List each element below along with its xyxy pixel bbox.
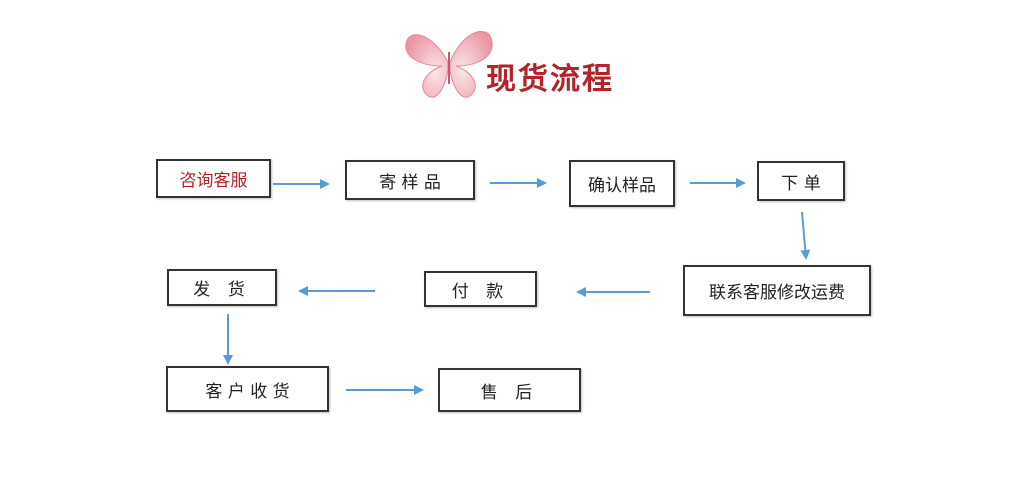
step-pay: 付 款 bbox=[424, 271, 537, 307]
butterfly-logo-icon bbox=[405, 30, 493, 98]
step-consult: 咨询客服 bbox=[156, 159, 271, 198]
step-customer-receive: 客 户 收 货 bbox=[166, 366, 329, 412]
step-contact-freight: 联系客服修改运费 bbox=[683, 265, 871, 316]
step-place-order: 下 单 bbox=[757, 161, 845, 201]
arrow-order-to-contact bbox=[800, 211, 811, 260]
step-after-sales: 售 后 bbox=[438, 368, 581, 412]
page-title: 现货流程 bbox=[486, 62, 614, 97]
step-send-sample: 寄 样 品 bbox=[345, 160, 475, 200]
step-ship: 发 货 bbox=[167, 269, 277, 306]
step-confirm-sample: 确认样品 bbox=[569, 160, 675, 207]
